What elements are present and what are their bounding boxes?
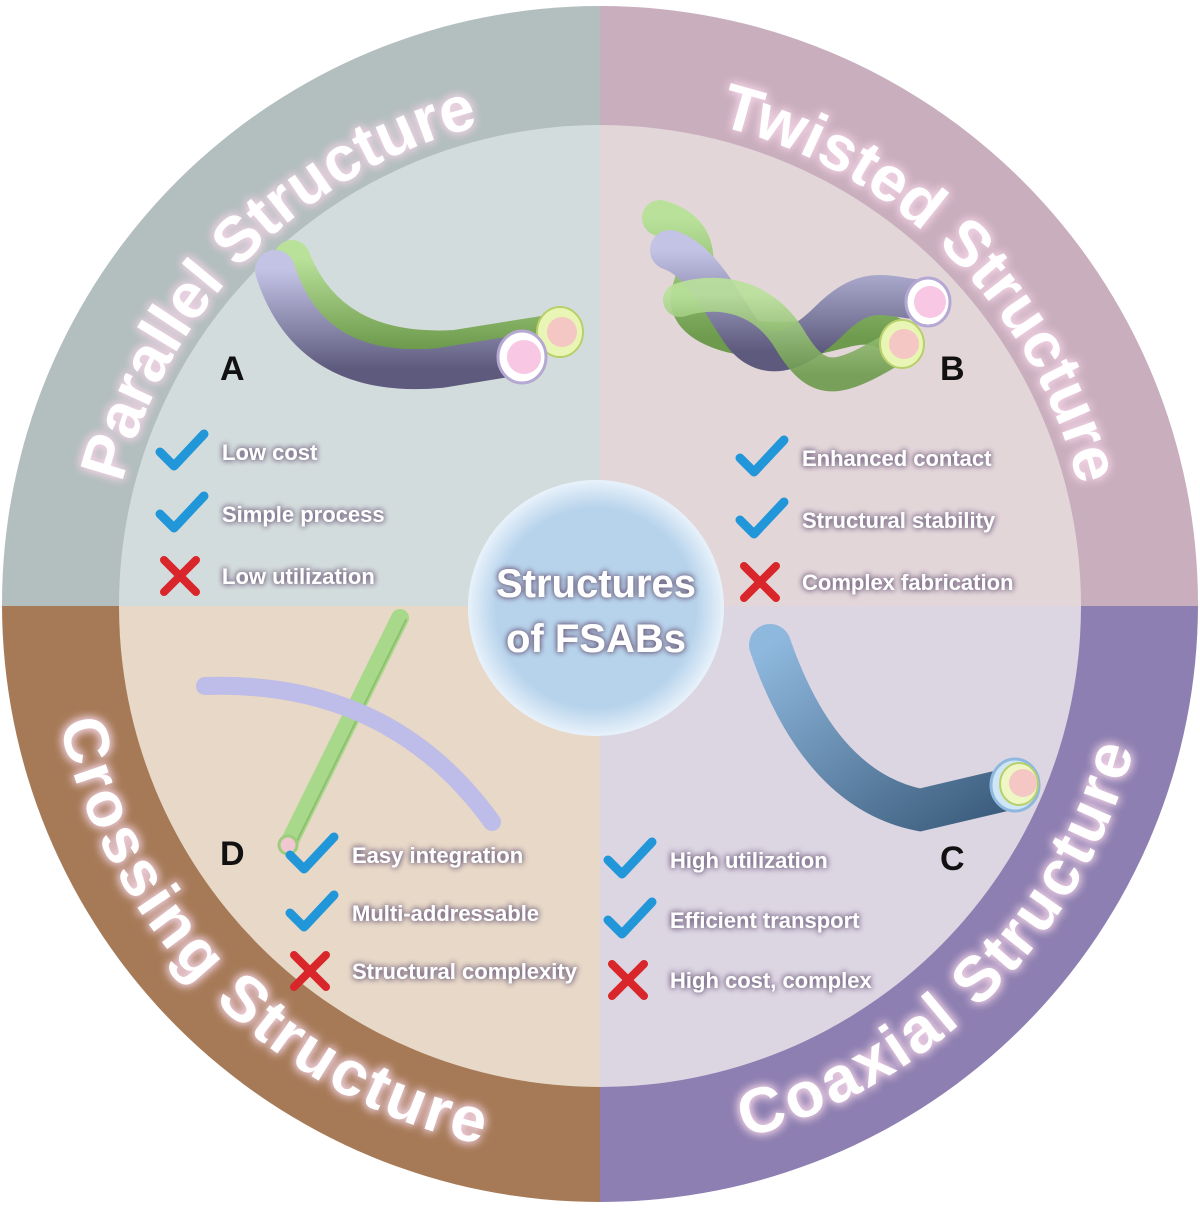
- label-c: C: [940, 840, 965, 878]
- twisted-item-text: Enhanced contact: [802, 446, 992, 471]
- crossing-item: Structural complexity: [290, 951, 578, 991]
- check-icon: [285, 832, 339, 874]
- coaxial-item: Efficient transport: [603, 897, 860, 939]
- crossing-item-text: Structural complexity: [352, 959, 578, 984]
- crossing-item: Multi-addressable: [285, 890, 539, 932]
- coaxial-item-text: Efficient transport: [670, 908, 860, 933]
- center-title-line1: Structures: [496, 562, 696, 606]
- check-icon: [155, 491, 209, 533]
- coaxial-fiber-illustration: [749, 624, 1041, 832]
- parallel-item-text: Low cost: [222, 440, 318, 465]
- crossing-inner-area: [119, 606, 600, 1087]
- twisted-item: Complex fabrication: [740, 562, 1013, 602]
- crossing-fibers-illustration: [196, 609, 501, 856]
- cross-icon: [160, 556, 200, 596]
- check-icon: [285, 890, 339, 932]
- label-b: B: [940, 350, 965, 388]
- parallel-item: Simple process: [155, 491, 385, 533]
- parallel-item-text: Low utilization: [222, 564, 375, 589]
- twisted-item: Enhanced contact: [735, 435, 992, 477]
- center-title-line2: of FSABs: [506, 617, 686, 661]
- check-icon: [735, 497, 789, 539]
- coaxial-item-text: High utilization: [670, 848, 828, 873]
- twisted-fibers-illustration: [642, 200, 952, 392]
- cross-icon: [740, 562, 780, 602]
- coaxial-item: High cost, complex: [608, 960, 872, 1000]
- center-circle: Structures of FSABs: [468, 480, 724, 736]
- coaxial-item-text: High cost, complex: [670, 968, 872, 993]
- twisted-item-text: Structural stability: [802, 508, 996, 533]
- check-icon: [603, 897, 657, 939]
- check-icon: [603, 837, 657, 879]
- parallel-item-text: Simple process: [222, 502, 385, 527]
- coaxial-item: High utilization: [603, 837, 828, 879]
- crossing-item: Easy integration: [285, 832, 523, 874]
- label-a: A: [220, 350, 245, 388]
- parallel-fibers-illustration: [255, 240, 584, 390]
- check-icon: [155, 429, 209, 471]
- parallel-item: Low cost: [155, 429, 318, 471]
- parallel-item: Low utilization: [160, 556, 375, 596]
- twisted-item-text: Complex fabrication: [802, 570, 1013, 595]
- crossing-item-text: Multi-addressable: [352, 901, 539, 926]
- label-d: D: [220, 835, 245, 873]
- check-icon: [735, 435, 789, 477]
- twisted-item: Structural stability: [735, 497, 996, 539]
- cross-icon: [608, 960, 648, 1000]
- cross-icon: [290, 951, 330, 991]
- coaxial-inner-area: [600, 606, 1081, 1087]
- crossing-item-text: Easy integration: [352, 843, 523, 868]
